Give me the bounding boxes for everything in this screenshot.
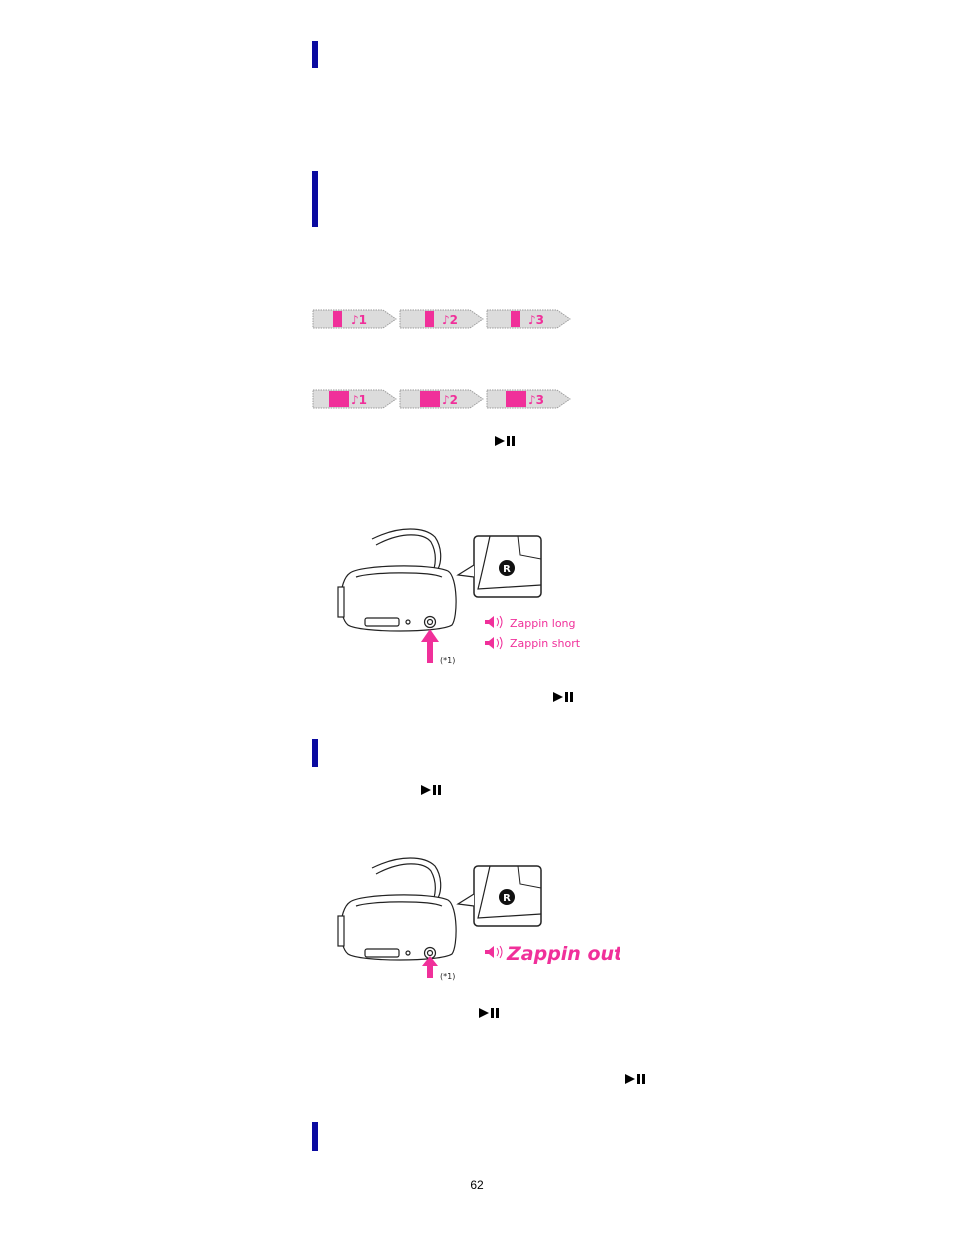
track-segment-1: ♪1 xyxy=(312,389,397,409)
track-segment-3: ♪3 xyxy=(486,389,571,409)
section-heading-bar xyxy=(312,41,318,68)
voice-guide-short: Zappin short xyxy=(510,637,581,650)
callout-box: R xyxy=(456,865,542,927)
track-segment-2: ♪2 xyxy=(399,309,484,329)
press-arrow xyxy=(421,629,439,663)
track-label: ♪2 xyxy=(442,393,458,407)
press-arrow xyxy=(422,956,438,978)
device-illustration-zappin: R Zappin long Zappin short (*1) xyxy=(337,528,581,665)
speaker-icon xyxy=(485,636,503,650)
play-pause-icon xyxy=(553,692,573,702)
play-pause-icon xyxy=(479,1008,499,1018)
play-pause-icon xyxy=(625,1074,645,1084)
voice-guide-long: Zappin long xyxy=(510,617,576,630)
device-illustration-zappin-out: R Zappin out! (*1) xyxy=(337,857,620,981)
section-heading-bar xyxy=(312,739,318,767)
track-segment-1: ♪1 xyxy=(312,309,397,329)
r-badge xyxy=(499,560,515,576)
speaker-icon xyxy=(485,945,503,959)
page-number: 62 xyxy=(470,1178,484,1192)
track-segment-3: ♪3 xyxy=(486,309,571,329)
r-badge xyxy=(499,889,515,905)
footnote-marker: (*1) xyxy=(440,972,455,981)
track-strip-short: ♪1 ♪2 ♪3 xyxy=(312,309,571,329)
voice-guide-out: Zappin out! xyxy=(506,943,620,965)
device-body xyxy=(337,857,457,961)
svg-text:R: R xyxy=(503,564,511,575)
track-label: ♪2 xyxy=(442,313,458,327)
track-label: ♪3 xyxy=(528,393,544,407)
track-label: ♪1 xyxy=(351,313,367,327)
section-heading-bar xyxy=(312,1122,318,1151)
track-label: ♪1 xyxy=(351,393,367,407)
device-body xyxy=(337,528,457,632)
track-segment-2: ♪2 xyxy=(399,389,484,409)
footnote-marker: (*1) xyxy=(440,656,455,665)
play-pause-icon xyxy=(421,785,441,795)
callout-box: R xyxy=(456,535,542,598)
speaker-icon xyxy=(485,615,503,629)
track-strip-long: ♪1 ♪2 ♪3 xyxy=(312,389,571,409)
svg-text:R: R xyxy=(503,893,511,904)
track-label: ♪3 xyxy=(528,313,544,327)
section-heading-bar xyxy=(312,171,318,227)
play-pause-icon xyxy=(495,436,515,446)
